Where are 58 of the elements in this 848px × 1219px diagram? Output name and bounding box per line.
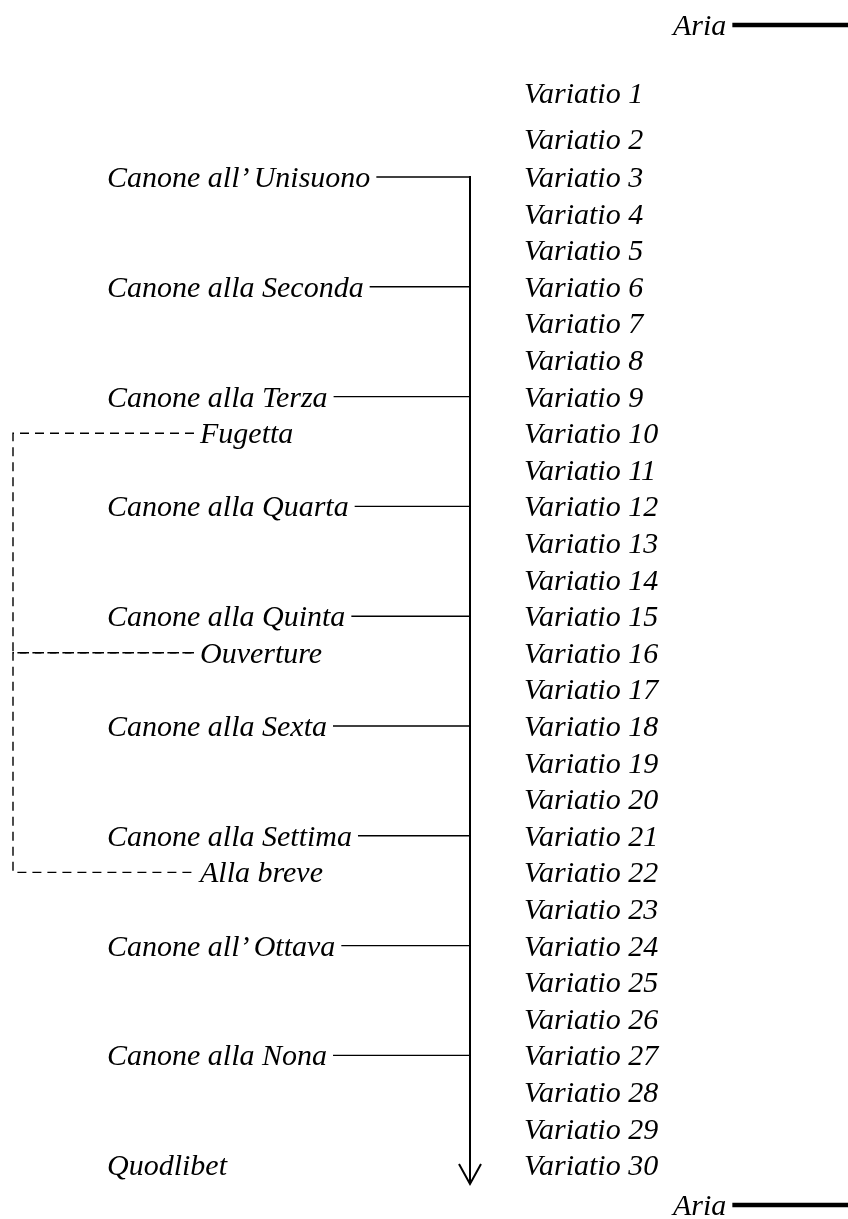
movement-label: Fugetta: [160, 417, 310, 450]
variation-label: Variatio 26: [524, 1002, 659, 1035]
connector-line: [732, 22, 848, 28]
connector-line: [375, 176, 471, 178]
movement-label: Canone alla Sexta: [107, 710, 418, 742]
variation-label: Variatio 10: [524, 417, 659, 450]
variation-label: Variatio 29: [524, 1112, 659, 1145]
variation-label: Variatio 30: [524, 1149, 659, 1182]
variation-label: Quodlibet: [107, 1149, 227, 1182]
variation-label: Variatio 1: [524, 77, 644, 109]
variation-label: Variatio 18: [524, 710, 659, 742]
variation-label: Variatio 7: [524, 307, 644, 340]
movement-label: Ouverture: [160, 636, 320, 669]
dashed-connector: [12, 652, 195, 874]
timeline-arrow: [458, 175, 482, 1187]
variation-label: Variatio 9: [524, 380, 644, 413]
connector-line: [340, 944, 471, 947]
connector-line: [332, 395, 471, 398]
variation-label: Variatio 14: [524, 563, 659, 596]
variation-label: Variatio 2: [524, 123, 644, 155]
movement-label: Canone alla Quinta: [107, 600, 418, 633]
movement-label: Canone all’ Unisuono: [107, 161, 418, 193]
variation-label: Variatio 23: [524, 893, 659, 925]
variation-label: Variatio 4: [524, 197, 644, 230]
variation-label: Variatio 17: [524, 673, 659, 706]
movement-label: Aria: [673, 1189, 757, 1219]
connector-line: [332, 1054, 471, 1057]
movement-label: Canone alla Nona: [107, 1039, 418, 1072]
variation-label: Variatio 19: [524, 746, 659, 779]
variation-label: Variatio 13: [524, 527, 659, 559]
variation-label: Variatio 12: [524, 490, 659, 523]
variation-label: Variatio 20: [524, 783, 659, 816]
variation-label: Variatio 11: [524, 453, 656, 486]
movement-label: Aria: [673, 9, 755, 41]
variation-label: Variatio 16: [524, 636, 659, 669]
dashed-connector: [12, 432, 195, 654]
variation-label: Variatio 5: [524, 234, 644, 267]
variation-label: Variatio 25: [524, 966, 659, 999]
variation-label: Variatio 6: [524, 270, 644, 303]
movement-label: Canone all’ Ottava: [107, 929, 418, 962]
connector-line: [732, 1202, 848, 1208]
connector-line: [350, 615, 471, 617]
movement-label: Canone alla Settima: [107, 819, 418, 852]
variation-label: Variatio 8: [524, 344, 644, 376]
variation-label: Variatio 21: [524, 819, 659, 852]
variation-label: Variatio 24: [524, 929, 659, 962]
variation-label: Variatio 28: [524, 1076, 659, 1108]
movement-label: Canone alla Quarta: [107, 490, 418, 523]
connector-line: [357, 835, 471, 837]
movement-label: Canone alla Seconda: [107, 270, 418, 303]
variation-label: Variatio 27: [524, 1039, 659, 1072]
variation-label: Variatio 15: [524, 600, 659, 633]
connector-line: [353, 505, 471, 508]
variation-label: Variatio 3: [524, 161, 644, 193]
connector-line: [368, 286, 471, 288]
variation-label: Variatio 22: [524, 856, 659, 889]
movement-label: Canone alla Terza: [107, 380, 418, 413]
connector-line: [332, 725, 471, 727]
